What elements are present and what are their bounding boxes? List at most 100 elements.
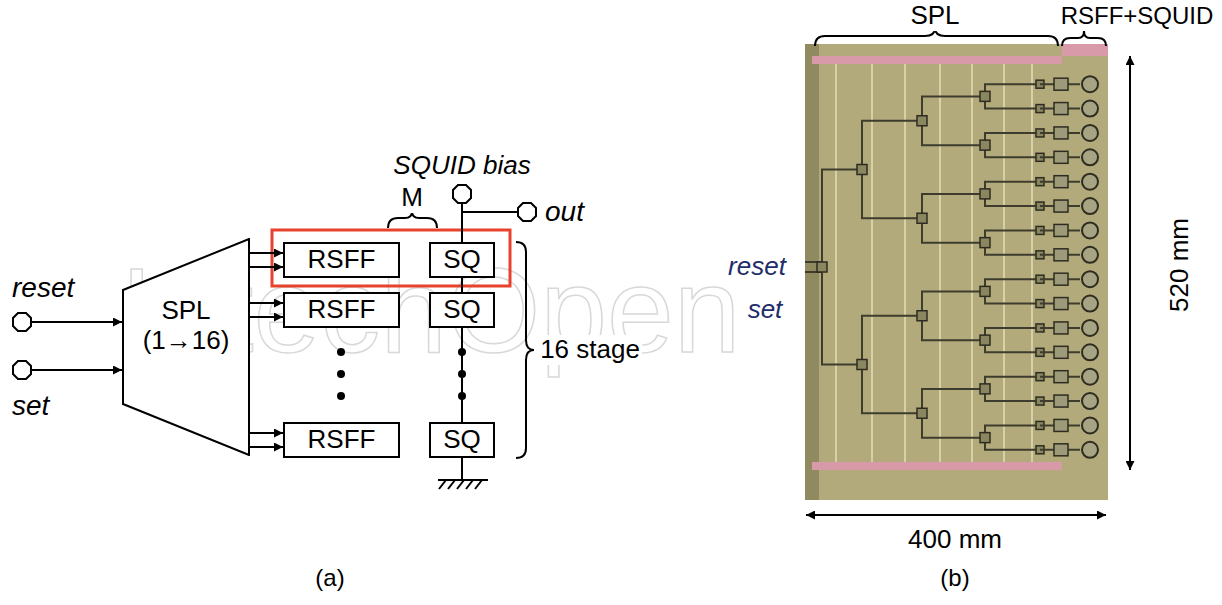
splitter-gate [980, 384, 990, 394]
chip-wire [922, 413, 985, 437]
wire [32, 369, 122, 371]
bias-rail [812, 462, 1062, 470]
splitter-gate [980, 433, 990, 443]
wire [32, 321, 122, 323]
chip-wire [862, 316, 922, 365]
signal-name: reset [726, 252, 788, 282]
chip-wire [985, 96, 1040, 108]
mutual-inductance: M [399, 183, 425, 213]
splitter-gate [980, 286, 990, 296]
splitter-gate [917, 311, 927, 321]
splitter-gate [980, 189, 990, 199]
dimension-arrow [1129, 56, 1131, 470]
squid-cell [1082, 149, 1098, 165]
squid-cell [1082, 125, 1098, 141]
block-label: RSFF [308, 245, 376, 275]
circuit-box: RSFF [283, 292, 400, 328]
dimension-arrow [806, 514, 1106, 516]
chip-wire [922, 194, 985, 218]
chip-wire [1031, 64, 1033, 462]
rsff-cell [1054, 127, 1068, 139]
signal-name: set [746, 295, 785, 325]
splitter-gate [980, 91, 990, 101]
squid-cell [1082, 442, 1098, 458]
circuit-box: RSFF [283, 242, 400, 278]
splitter-gate [917, 408, 927, 418]
region-label: SPL [908, 1, 961, 31]
rsff-cell [1054, 249, 1068, 261]
chip-wire [985, 182, 1040, 194]
squid-cell [1082, 76, 1098, 92]
squid-cell [1082, 198, 1098, 214]
wire [461, 328, 463, 422]
chip-wire [985, 279, 1040, 291]
splitter-gate [980, 238, 990, 248]
rsff-cell [1054, 298, 1068, 310]
signal-name: SQUID bias [393, 151, 530, 181]
chip-wire [922, 96, 985, 120]
block-label: SQ [443, 425, 481, 455]
splitter-gate [980, 140, 990, 150]
rsff-cell [1054, 322, 1068, 334]
squid-cell [1082, 369, 1098, 385]
squid-cell [1082, 222, 1098, 238]
stage-brace [516, 242, 534, 458]
chip-wire [985, 438, 1040, 450]
region-label: RSFF+SQUID [1059, 2, 1216, 30]
splitter-gate [857, 165, 867, 175]
wire [250, 252, 283, 254]
chip-wire [985, 377, 1040, 389]
signal-name: set [12, 390, 49, 422]
circuit-box: RSFF [283, 422, 400, 458]
rsff-cell [1054, 103, 1068, 115]
signal-name: reset [12, 272, 74, 304]
chip-wire [985, 425, 1040, 437]
chip-wire [1003, 64, 1005, 462]
splitter-gate [917, 213, 927, 223]
pin-terminal: set [12, 360, 32, 380]
rsff-cell [1054, 200, 1068, 212]
signal-name: out [545, 196, 584, 228]
chip-wire [922, 218, 985, 242]
terminal-symbol [517, 202, 537, 222]
pin-terminal: out [517, 202, 537, 222]
chip-wire [939, 64, 941, 462]
dimension: 520 mm [1165, 216, 1195, 314]
stage-count: 16 stage [538, 335, 642, 365]
region-brace [1062, 31, 1106, 46]
splitter-gate [817, 262, 827, 272]
chip-wire [922, 121, 985, 145]
chip-wire [985, 194, 1040, 206]
rsff-cell [1054, 78, 1068, 90]
chip-wire [985, 84, 1040, 96]
splitter-gate [857, 360, 867, 370]
squid-cell [1082, 417, 1098, 433]
rsff-cell [1054, 224, 1068, 236]
splitter-gate [917, 116, 927, 126]
circuit-box: SQ [429, 422, 495, 458]
terminal-symbol [12, 360, 32, 380]
circuit-box: SQ [429, 242, 495, 278]
rsff-cell [1054, 444, 1068, 456]
wire [250, 446, 283, 448]
rsff-cell [1054, 151, 1068, 163]
chip-ground [805, 44, 1108, 500]
chip-wire [985, 230, 1040, 242]
squid-cell [1082, 101, 1098, 117]
chip-wire [985, 340, 1040, 352]
bias-rail [1062, 44, 1108, 56]
squid-cell [1082, 296, 1098, 312]
wire [250, 316, 283, 318]
chip-wire [985, 328, 1040, 340]
chip-wire [904, 64, 906, 462]
dimension: 400 mm [906, 525, 1004, 555]
splitter-gate [980, 335, 990, 345]
continuation-dots [337, 348, 466, 400]
rsff-cell [1054, 419, 1068, 431]
chip-wire [862, 121, 922, 170]
chip-wire [922, 316, 985, 340]
wire [250, 302, 283, 304]
panel-label: (b) [938, 564, 971, 592]
ground-symbol [438, 458, 488, 489]
